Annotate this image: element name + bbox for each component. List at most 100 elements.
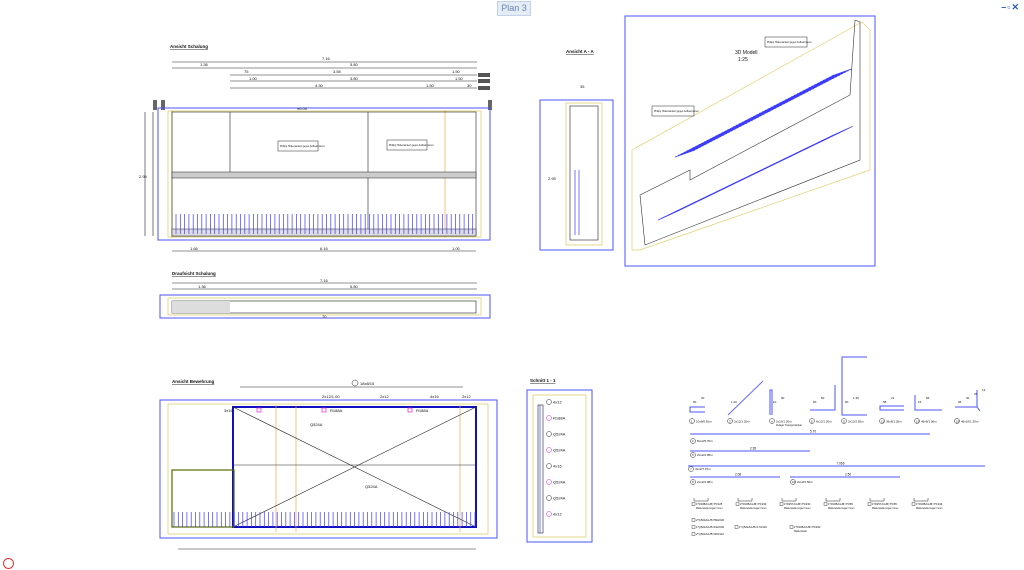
rebar xyxy=(767,101,788,110)
viewport-frame[interactable] xyxy=(624,15,876,267)
dim-label: 1.00 xyxy=(452,246,461,251)
length-label: 2.08 xyxy=(735,473,741,477)
rebar xyxy=(790,89,812,98)
mat-10: 1*Q524A/L/B=170/110 xyxy=(734,525,767,529)
dim-label: 1.50 xyxy=(455,76,464,81)
bar-mark-bubble xyxy=(727,418,733,424)
dim-label: 1.00 xyxy=(249,76,258,81)
bar-mark-bubble xyxy=(546,399,552,405)
dim-label: 7.16 xyxy=(320,278,329,283)
dim-label: 35 xyxy=(580,84,585,89)
rebar xyxy=(782,94,803,102)
viewport-frame[interactable] xyxy=(526,389,593,543)
rebar xyxy=(683,145,704,153)
rebar xyxy=(796,86,817,95)
mat-text: 1*R257A/L/B=75/230 xyxy=(784,502,811,506)
view-title: Draufsicht Schalung xyxy=(172,271,216,276)
window-controls[interactable]: –▫✕ xyxy=(1001,2,1020,12)
bar-mark: 1 xyxy=(691,419,693,423)
viewport-frame[interactable] xyxy=(159,294,491,319)
dim-label: 25 xyxy=(974,392,978,396)
rebar xyxy=(674,149,696,158)
view-title: Schnitt 1 - 1 xyxy=(530,378,556,383)
bar-mark: Q524A xyxy=(365,484,378,489)
dim-label: 30 xyxy=(966,396,970,400)
view-ansicht-aa: Ansicht A - A 35 2.95 xyxy=(539,49,614,251)
bar-text: 10x8/0.81m xyxy=(696,420,712,424)
mat-note: Mattenstelle xyxy=(794,530,808,533)
view-draufsicht-schalung: Draufsicht Schalung 7.16 1.36 5.80 70 xyxy=(159,271,491,319)
rebar xyxy=(695,139,716,147)
rebar xyxy=(825,71,846,80)
mat-9: 2*Q524A/L/B=300/110 xyxy=(691,532,724,536)
rebar xyxy=(727,122,748,131)
bar-mark: 2x12 xyxy=(380,394,389,399)
bar-text: 2x12/2.50m xyxy=(797,480,813,484)
mat-text: 1*R188A/L/B=75/134 xyxy=(916,502,943,506)
dim-label: 1.20 xyxy=(731,400,737,404)
bar-mark: 5 xyxy=(692,453,694,457)
bar-mark: 7 xyxy=(690,467,692,471)
bar-text: 2x12/1.20m xyxy=(734,420,750,424)
dim-label: 1.50 xyxy=(452,69,461,74)
rebar xyxy=(770,100,791,108)
mat-text: 2*Q524A/L/B=590/230 xyxy=(696,518,725,522)
length-label: 7.066 xyxy=(837,462,845,466)
rebar xyxy=(756,107,777,116)
viewport-frame[interactable] xyxy=(157,107,491,241)
bar-mark: 15 xyxy=(956,419,960,423)
rebar xyxy=(816,76,838,84)
bar-mark-bubble xyxy=(914,418,920,424)
rebar xyxy=(808,80,829,89)
rebar xyxy=(729,121,751,129)
rebar xyxy=(738,116,759,125)
bar-mark-bubble xyxy=(879,418,885,424)
view-title: 3D Modell xyxy=(735,50,758,56)
length-label: 5.70 xyxy=(810,430,816,434)
rebar xyxy=(712,130,733,138)
bar-mark: 3 xyxy=(729,419,731,423)
bar-text: 2x16/1.20m xyxy=(776,420,792,424)
bar-mark-bubble xyxy=(769,418,775,424)
tab-plan-3[interactable]: Plan 3 xyxy=(497,1,531,16)
viewport-frame[interactable] xyxy=(159,399,498,539)
help-icon[interactable] xyxy=(3,558,14,569)
rebar xyxy=(680,146,701,155)
bar-mark: 2x12 xyxy=(462,394,471,399)
rebar xyxy=(805,82,826,90)
level-label: ±0.00 xyxy=(297,106,308,111)
rebar xyxy=(819,74,841,83)
rebar xyxy=(799,85,820,93)
dim-label: 5.80 xyxy=(350,62,359,67)
bar-mark: 2 xyxy=(692,439,694,443)
bar-mark: Q524A xyxy=(553,431,566,436)
mat-text: 1*R188A/L/B=75/125 xyxy=(696,502,723,506)
bar-mark-bubble xyxy=(546,447,552,453)
view-title: Ansicht A - A xyxy=(566,49,594,54)
bar-mark-bubble xyxy=(689,418,695,424)
dim-label: 10 xyxy=(773,400,777,404)
rebar xyxy=(785,92,806,101)
bar-text: 2x12/2.55m xyxy=(848,420,864,424)
rebar xyxy=(747,112,768,120)
view-title: Ansicht Schalung xyxy=(170,44,208,49)
dim-label: 58 xyxy=(883,400,887,404)
viewport-frame[interactable] xyxy=(539,99,614,251)
mat-text: 1*R257A/L/B=75/65 xyxy=(872,502,897,506)
length-label: 2.95 xyxy=(750,447,756,451)
annotation-label: Philipp Hülsenankert gegen Aufbetonieren xyxy=(654,110,699,113)
dim-label: 90 xyxy=(781,396,785,400)
bar-text: 2x12/2.08m xyxy=(697,480,713,484)
rebar xyxy=(773,98,794,107)
rebar xyxy=(779,95,800,104)
